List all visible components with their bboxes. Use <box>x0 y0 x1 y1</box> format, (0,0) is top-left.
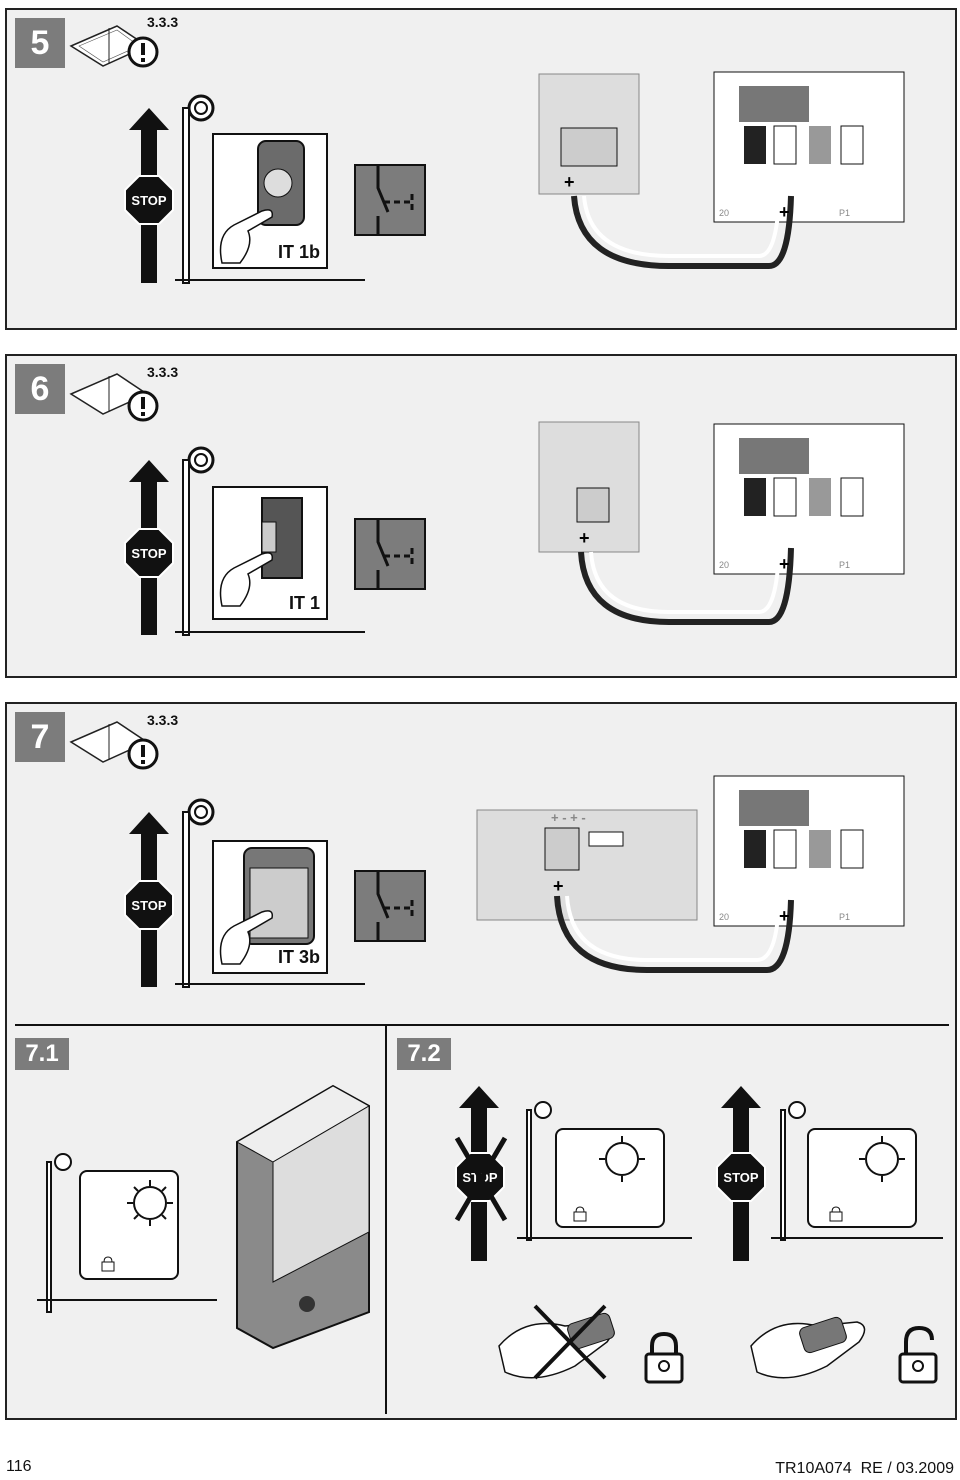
sun-light-icon <box>127 1180 173 1226</box>
step-7-badge: 7 <box>15 712 65 762</box>
lamp-post-icon <box>175 446 365 636</box>
stop-label: STOP <box>131 193 166 208</box>
remote-control-icon <box>498 1304 615 1380</box>
step-7-panel: 7 3.3.3 STOP IT 3b <box>5 702 957 1420</box>
push-button-box: IT 1b <box>212 133 328 269</box>
hand-icon <box>219 209 274 264</box>
svg-text:+: + <box>779 906 790 926</box>
remote-control-icon <box>750 1316 866 1379</box>
svg-text:20: 20 <box>719 912 729 922</box>
svg-text:+: + <box>779 554 790 574</box>
substep-7-2-badge: 7.2 <box>397 1038 451 1070</box>
padlock-closed-icon <box>644 1331 684 1384</box>
lamp-post-icon <box>175 94 365 284</box>
stop-sign-icon: STOP <box>124 175 174 225</box>
sun-light-icon <box>599 1136 645 1182</box>
sun-light-icon <box>859 1136 905 1182</box>
lamp-post-icon <box>517 1101 692 1241</box>
stop-sign-icon: STOP <box>716 1152 766 1202</box>
separator-horizontal <box>15 1024 949 1026</box>
switch-symbol-icon <box>376 520 414 588</box>
document-id: TR10A074 RE / 03.2009 <box>775 1460 954 1477</box>
control-board-icon: 20 P1 + + <box>538 71 905 269</box>
step-6-ref: 3.3.3 <box>147 364 179 380</box>
page-number: 116 <box>6 1458 32 1475</box>
padlock-closed-icon <box>829 1206 843 1222</box>
control-board-icon: 20 P1 + + <box>538 421 905 625</box>
step-7-ref: 3.3.3 <box>147 712 179 728</box>
terminal-label: 20 <box>719 208 729 218</box>
separator-vertical <box>385 1024 387 1414</box>
switch-symbol-box <box>354 164 426 236</box>
plus-right: + <box>779 202 790 222</box>
svg-text:P1: P1 <box>839 560 850 570</box>
padlock-closed-icon <box>101 1256 115 1272</box>
hand-icon <box>219 552 274 607</box>
push-button-icon <box>257 140 305 226</box>
push-button-box: IT 3b <box>212 840 328 974</box>
svg-text:P1: P1 <box>839 912 850 922</box>
device-label: IT 1b <box>277 242 320 262</box>
step-5-panel: 5 3.3.3 STOP IT 1b <box>5 8 957 330</box>
device-label: IT 3b <box>277 947 320 967</box>
svg-text:+: + <box>579 528 590 548</box>
svg-text:STOP: STOP <box>131 546 166 561</box>
step-5-badge: 5 <box>15 18 65 68</box>
cross-out-icon <box>454 1136 508 1222</box>
step-6-panel: 6 3.3.3 STOP IT 1 <box>5 354 957 678</box>
padlock-open-icon <box>898 1325 938 1384</box>
stop-sign-icon: STOP <box>124 880 174 930</box>
lamp-post-icon <box>37 1153 217 1313</box>
svg-text:STOP: STOP <box>723 1170 758 1185</box>
step-6-badge: 6 <box>15 364 65 414</box>
switch-symbol-icon <box>376 872 414 940</box>
device-label: IT 1 <box>288 593 320 613</box>
push-button-box: IT 1 <box>212 486 328 620</box>
light-panel-steady <box>807 1128 917 1228</box>
padlock-closed-icon <box>573 1206 587 1222</box>
stop-sign-icon: STOP <box>124 528 174 578</box>
push-button-icon <box>261 497 303 579</box>
warning-icon <box>127 738 159 770</box>
plus-minus-left: + <box>564 172 575 192</box>
svg-text:20: 20 <box>719 560 729 570</box>
pot-label: P1 <box>839 208 850 218</box>
svg-text:STOP: STOP <box>131 898 166 913</box>
warning-icon <box>127 36 159 68</box>
lamp-post-icon <box>175 798 365 988</box>
plus-minus-top: + - + - <box>551 810 586 825</box>
hand-icon <box>219 910 274 965</box>
warning-icon <box>127 390 159 422</box>
switch-symbol-box <box>354 518 426 590</box>
control-board-icon: + - + - 20 P1 + + <box>476 775 905 973</box>
light-panel <box>79 1170 179 1280</box>
light-panel-blink <box>555 1128 665 1228</box>
substep-7-1-badge: 7.1 <box>15 1038 69 1070</box>
svg-text:+: + <box>553 876 564 896</box>
switch-symbol-box <box>354 870 426 942</box>
step-5-ref: 3.3.3 <box>147 14 179 30</box>
switch-symbol-icon <box>376 166 414 234</box>
control-unit-icon <box>235 1084 371 1350</box>
lamp-post-icon <box>771 1101 943 1241</box>
